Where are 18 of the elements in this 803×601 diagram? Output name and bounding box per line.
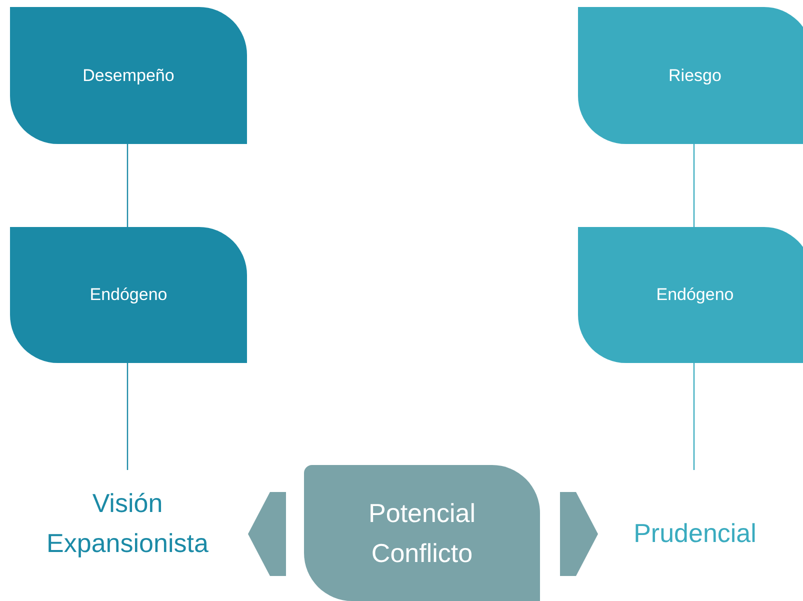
- connector-line: [693, 363, 695, 470]
- rounded-box: [578, 7, 803, 144]
- box-label: Riesgo: [668, 64, 722, 87]
- box-label: Endógeno: [656, 284, 734, 306]
- connector-line: [693, 144, 695, 227]
- chevron-arrow: [560, 492, 598, 576]
- rounded-box: [304, 465, 540, 601]
- connector-line: [126, 144, 128, 227]
- rounded-box: [10, 7, 247, 144]
- box-label: Endógeno: [90, 284, 168, 306]
- outcome-label: Visión Expansionista: [46, 486, 210, 560]
- chevron-arrow: [248, 492, 286, 576]
- box-label: Potencial Conflicto: [368, 497, 476, 570]
- rounded-box: [578, 227, 803, 363]
- rounded-box: [10, 227, 247, 363]
- box-label: Desempeño: [82, 64, 174, 87]
- outcome-label: Prudencial: [634, 516, 756, 550]
- connector-line: [126, 363, 128, 470]
